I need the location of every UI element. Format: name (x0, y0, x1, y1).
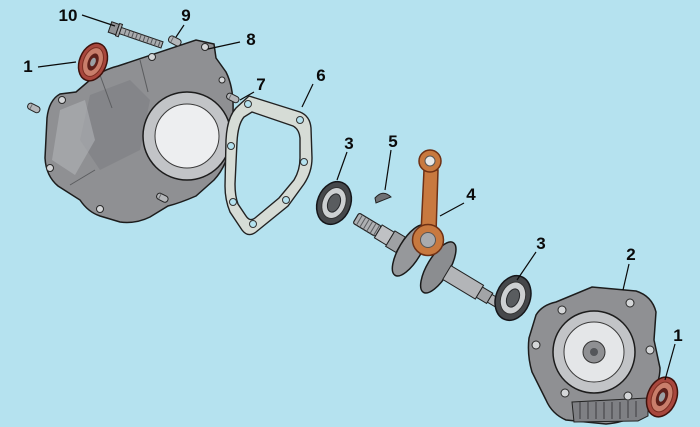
crank-pin (420, 232, 436, 248)
callout-label: 5 (388, 132, 397, 151)
right-crankcase-fin-band (571, 397, 649, 423)
callout-main-bearing-right: 3 (516, 234, 546, 281)
callout-dowel-pin-top: 9 (175, 6, 191, 38)
left-crankcase-facet-dark (80, 80, 150, 170)
dowel-pin-mid (226, 92, 240, 104)
callout-label: 2 (626, 245, 635, 264)
left-crankcase-ribs (69, 59, 149, 186)
leader-line (301, 83, 314, 108)
gasket-holes (227, 100, 308, 228)
oil-seal-right (645, 376, 679, 418)
main-bearing-right (494, 274, 532, 322)
callout-label: 7 (256, 75, 265, 94)
crankshaft-thread-lines (355, 214, 381, 236)
callout-label: 6 (316, 66, 325, 85)
callout-label: 4 (466, 185, 476, 204)
leader-line (384, 149, 392, 191)
leader-line (37, 61, 77, 68)
leader-line (207, 41, 241, 50)
right-crankcase-bolt-holes (531, 298, 655, 401)
crankcase-gasket (224, 95, 313, 236)
callout-oil-seal-right: 1 (664, 326, 683, 381)
left-crankcase-facet-light (52, 100, 95, 175)
dowel-pin-top (167, 35, 182, 47)
right-crankcase-fins (579, 401, 637, 419)
callout-label: 1 (673, 326, 682, 345)
callout-crankcase-bolt: 10 (59, 6, 116, 27)
callout-label: 9 (181, 6, 190, 25)
leader-line (175, 24, 185, 38)
callout-dowel-pin-mid: 7 (239, 75, 266, 101)
crankshaft-output-shaft (442, 265, 485, 300)
callout-crankcase-gasket: 6 (301, 66, 326, 108)
left-crankcase-bore (154, 103, 220, 169)
leader-line (664, 343, 676, 381)
gasket-outline (224, 95, 313, 236)
main-bearing-left (315, 180, 353, 226)
connecting-rod (411, 149, 445, 257)
callout-main-bearing-left: 3 (336, 134, 354, 181)
piston-pin-hole (424, 155, 436, 167)
callout-left-crankcase-half: 8 (207, 30, 256, 50)
callout-label: 3 (536, 234, 545, 253)
leader-line (622, 263, 630, 291)
callout-label: 8 (246, 30, 255, 49)
right-crankcase-half (527, 286, 661, 425)
callout-oil-seal-left: 1 (23, 57, 77, 76)
leader-line (516, 251, 537, 281)
callout-woodruff-key: 5 (384, 132, 398, 191)
leader-line (336, 151, 348, 181)
callout-label: 10 (59, 6, 78, 25)
callout-right-crankcase-half: 2 (622, 245, 636, 291)
right-crankcase-hub-hole (590, 348, 598, 356)
left-crankcase-bolt-holes (46, 43, 226, 213)
crankcase-bolt (107, 21, 164, 49)
callout-label: 3 (344, 134, 353, 153)
dowel-pin-bottom (156, 192, 169, 203)
leader-line (81, 14, 116, 27)
dowel-pin-left (27, 102, 41, 114)
callout-crankshaft: 4 (439, 185, 476, 217)
oil-seal-left (77, 42, 109, 82)
bolt-thread-lines (123, 29, 161, 48)
leader-line (239, 91, 255, 101)
left-crankcase-half (44, 39, 234, 224)
bolt-shaft (118, 26, 164, 49)
woodruff-key (374, 192, 392, 204)
leader-line (439, 202, 465, 217)
callout-label: 1 (23, 57, 32, 76)
